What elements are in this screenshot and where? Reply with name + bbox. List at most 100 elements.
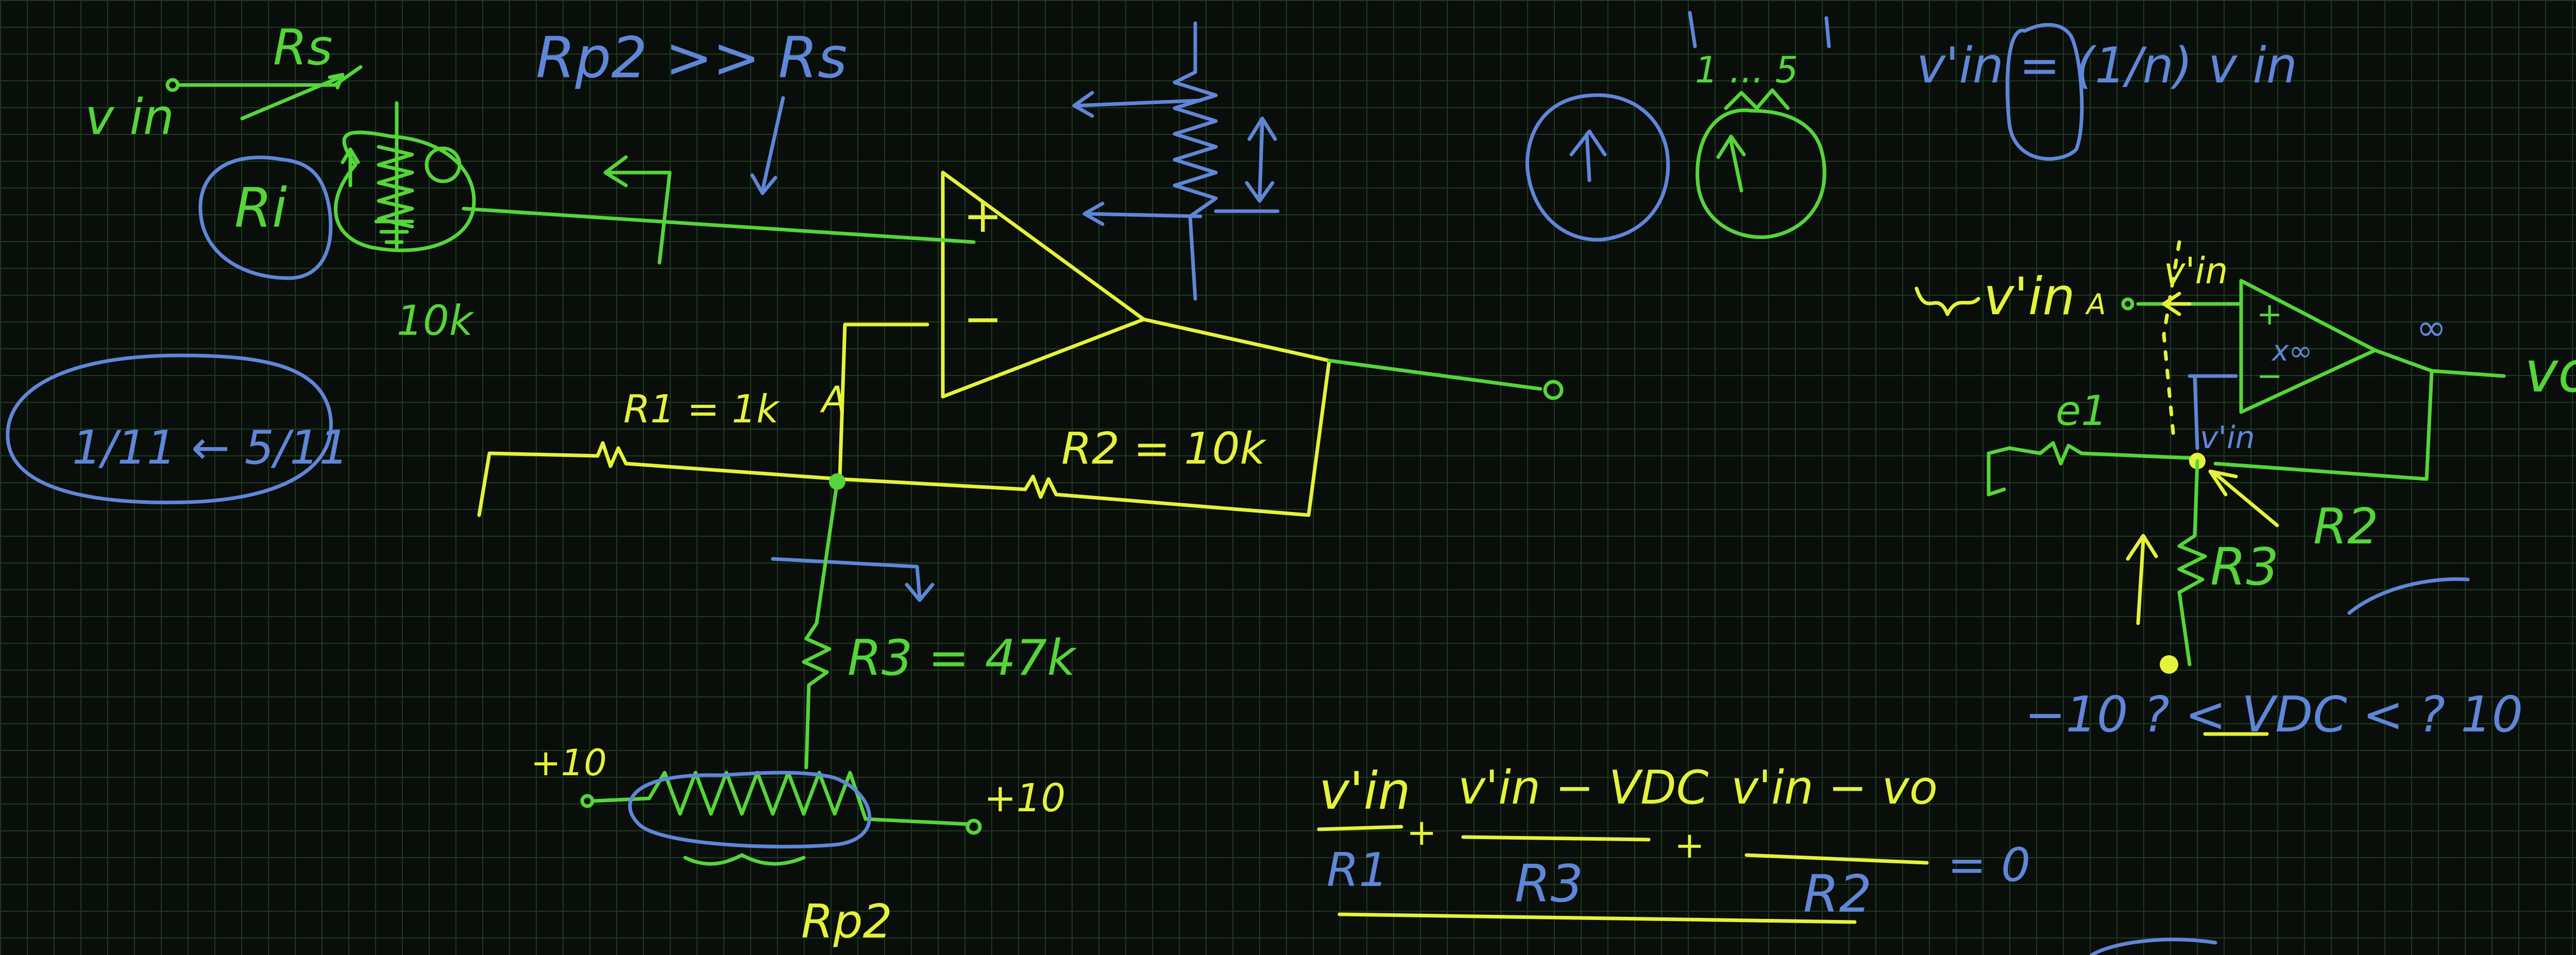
vin-node-label: v'in [2200, 420, 2255, 456]
output-wire-green [1327, 359, 1543, 391]
kcl-term2-den: R3 [1515, 854, 1583, 914]
input-squiggle [1914, 286, 1980, 316]
vo-label: vo [2524, 339, 2576, 405]
vin-prime-right-label: v'in [1984, 266, 2075, 327]
pot-small-circle [425, 146, 462, 183]
opamp2-input-terminal [2121, 297, 2134, 311]
kcl-plus-1: + [1406, 811, 1437, 854]
wiper-arrow-bottom [1082, 201, 1202, 226]
dashed-link [2162, 240, 2181, 445]
opamp2-inv-wire [2188, 374, 2238, 450]
plus10-left-label: +10 [531, 742, 607, 784]
opamp2-output-wire [2373, 348, 2506, 378]
r3-right-label: R3 [2210, 537, 2279, 597]
r1-label: R1 = 1k [623, 386, 780, 432]
opamp2-input-arrow [2162, 292, 2192, 316]
vin-prime-equation: v'in = (1/n) v in [1917, 38, 2297, 94]
output-wire-yellow [1142, 317, 1331, 517]
kcl-term3-num: v'in − vo [1731, 761, 1938, 815]
vin-node-top-label: v'in [2164, 250, 2228, 292]
node-a-label: A [820, 379, 846, 421]
noninverting-input-wire [462, 207, 976, 244]
output-terminal [1543, 380, 1564, 400]
dial-left-pointer [1569, 129, 1607, 182]
ratio-label: 1/11 ← 5/11 [72, 421, 349, 475]
dial-scale-marks [1724, 88, 1790, 110]
right-opamp-group: + − x∞ ∞ vo v'in A v'in v'in e1 R2 R3 −1… [1914, 240, 2576, 743]
infinity-label: ∞ [2416, 306, 2446, 349]
e1-label: e1 [2056, 387, 2107, 435]
vdc-node-dot [2160, 655, 2178, 674]
r1-resistor [477, 441, 842, 517]
opamp2-plus: + [2257, 296, 2282, 332]
kcl-term2-num: v'in − VDC [1458, 761, 1709, 815]
r2-label: R2 = 10k [1061, 423, 1267, 474]
variable-resistor-group [1072, 21, 1280, 301]
node-a-right-label: A [2085, 288, 2106, 321]
dial-circle-right [1696, 108, 1826, 239]
dial-scale-ticks [1688, 11, 1831, 48]
rp2-left-terminal [580, 794, 595, 808]
up-down-arrow [1245, 116, 1277, 203]
up-arrow-yellow [2126, 534, 2158, 625]
current-arrow-blue [771, 557, 935, 602]
rs-arrow [240, 73, 345, 121]
ten-k-label: 10k [397, 297, 474, 345]
ground-right [1987, 487, 2006, 497]
r3-resistor [802, 480, 839, 770]
kcl-term2-bar [1461, 835, 1651, 842]
kcl-rhs: = 0 [1947, 838, 2030, 892]
kcl-term1-bar [1317, 825, 1403, 831]
down-arrow-blue [750, 96, 785, 195]
input-wire [176, 65, 363, 87]
rp2-bottom-label: Rp2 [801, 895, 892, 949]
opamp2-triangle [2239, 279, 2377, 414]
kcl-underline [1337, 912, 1857, 924]
kcl-term3-bar [1744, 853, 1929, 865]
r3-right-resistor [2177, 459, 2207, 667]
kcl-term3-den: R2 [1803, 864, 1872, 924]
dial-circle-left [1525, 93, 1670, 242]
dial-group: 1 ... 5 [1525, 11, 1831, 242]
rp2-right-terminal [965, 818, 982, 835]
kcl-equation-group: v'in R1 + v'in − VDC R3 + v'in − vo R2 =… [1317, 761, 2217, 955]
dial-right-pointer [1716, 134, 1746, 193]
kcl-plus-2: + [1674, 824, 1705, 866]
r3-label: R3 = 47k [848, 630, 1077, 687]
kcl-term1-num: v'in [1319, 761, 1411, 821]
kcl-term1-den: R1 [1327, 843, 1388, 897]
pot-zigzag [377, 145, 414, 229]
partial-arc-right [2347, 577, 2470, 615]
pot-circle [333, 130, 476, 252]
ri-circle [198, 156, 333, 280]
opamp2-gain-label: x∞ [2271, 334, 2312, 367]
vdc-range-label: −10 ? < VDC < ? 10 [2025, 687, 2523, 743]
ratio-ellipse-group: 1/11 ← 5/11 [6, 353, 349, 504]
wiper-arrow-top [1072, 91, 1202, 118]
opamp-triangle [941, 170, 1146, 399]
dial-scale-label: 1 ... 5 [1695, 49, 1798, 91]
r2-pointer-arrow [2208, 469, 2279, 527]
vin-label: v in [85, 89, 174, 146]
ratio-ellipse [6, 353, 333, 504]
ri-label: Ri [234, 177, 287, 240]
vin-prime-equation-group: v'in = (1/n) v in [1917, 23, 2297, 161]
ground-symbol-left [374, 219, 414, 244]
rp2-resistor [590, 771, 971, 826]
inverting-input-wire [838, 322, 929, 481]
rp2-brace [683, 853, 806, 866]
r2-right-label: R2 [2313, 499, 2378, 555]
feedback-arrow-green [603, 155, 672, 265]
r2-resistor [838, 474, 1311, 517]
vertical-resistor [1173, 21, 1218, 301]
plus10-right-label: +10 [984, 775, 1065, 821]
partial-arc-bottom [2090, 937, 2217, 955]
opamp2-feedback-wire [2213, 369, 2434, 481]
rp2-gg-rs-label: Rp2 >> Rs [536, 25, 847, 91]
center-opamp-group: + − R1 = 1k R2 = 10k A R3 = 47k +10 +10 … [462, 170, 1564, 949]
rp2-ellipse [628, 771, 872, 849]
rp2-note-group: Rp2 >> Rs [536, 25, 847, 265]
opamp-plus: + [963, 189, 1002, 243]
